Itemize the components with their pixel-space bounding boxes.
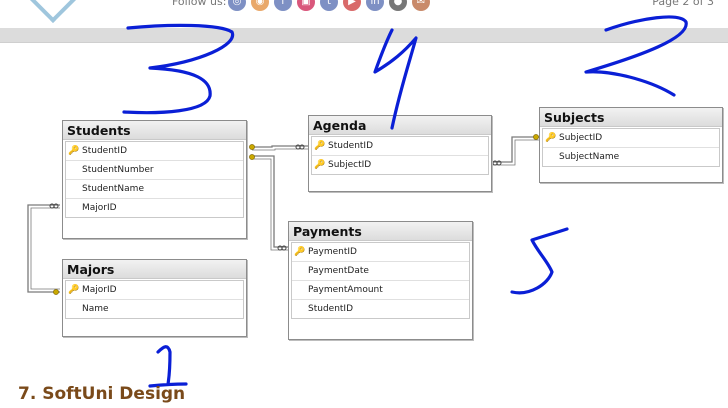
- column-list: 🔑PaymentID PaymentDate PaymentAmount Stu…: [291, 242, 470, 319]
- rel-students-payments: [252, 155, 288, 248]
- header-separator: [0, 28, 728, 43]
- column-name: Name: [82, 304, 109, 314]
- column-row[interactable]: 🔑StudentID: [312, 137, 488, 156]
- column-name: StudentID: [328, 141, 374, 151]
- primary-key-icon: 🔑: [545, 133, 557, 143]
- column-row[interactable]: Name: [66, 300, 243, 318]
- column-name: StudentNumber: [82, 165, 154, 175]
- primary-key-icon: 🔑: [314, 141, 326, 151]
- column-row[interactable]: StudentName: [66, 180, 243, 199]
- email-icon[interactable]: ✉: [412, 0, 430, 11]
- column-name: StudentName: [82, 184, 144, 194]
- column-name: SubjectID: [328, 160, 372, 170]
- column-list: 🔑StudentID 🔑SubjectID: [311, 136, 489, 175]
- social-icons: ◎ ◉ f ▣ t ▶ in ● ✉: [228, 0, 430, 11]
- annotation-4: [373, 28, 418, 130]
- column-row[interactable]: StudentNumber: [66, 161, 243, 180]
- page-header: Follow us: ◎ ◉ f ▣ t ▶ in ● ✉ Page 2 of …: [0, 0, 728, 24]
- primary-key-icon: 🔑: [294, 247, 306, 257]
- table-students[interactable]: Students 🔑StudentID StudentNumber Studen…: [62, 120, 247, 239]
- table-title: Agenda: [309, 116, 491, 135]
- key-end-icon: [53, 289, 59, 295]
- column-list: 🔑SubjectID SubjectName: [542, 128, 720, 167]
- key-end-icon: [249, 144, 255, 150]
- table-title: Majors: [63, 260, 246, 279]
- annotation-1: [148, 345, 188, 388]
- table-agenda[interactable]: Agenda 🔑StudentID 🔑SubjectID: [308, 115, 492, 192]
- column-row[interactable]: StudentID: [292, 300, 469, 318]
- table-title: Subjects: [540, 108, 722, 127]
- column-row[interactable]: PaymentDate: [292, 262, 469, 281]
- table-title: Students: [63, 121, 246, 140]
- column-row[interactable]: 🔑StudentID: [66, 142, 243, 161]
- sports-icon[interactable]: ◉: [251, 0, 269, 11]
- primary-key-icon: 🔑: [68, 146, 80, 156]
- column-row[interactable]: SubjectName: [543, 148, 719, 166]
- annotation-5: [510, 227, 569, 295]
- column-name: PaymentDate: [308, 266, 369, 276]
- rel-students-agenda: [252, 145, 308, 148]
- table-title: Payments: [289, 222, 472, 241]
- instagram-icon[interactable]: ▣: [297, 0, 315, 11]
- twitter-icon[interactable]: t: [320, 0, 338, 11]
- column-name: SubjectID: [559, 133, 603, 143]
- page-indicator: Page 2 of 3: [652, 0, 714, 8]
- column-row[interactable]: 🔑MajorID: [66, 281, 243, 300]
- primary-key-icon: 🔑: [68, 285, 80, 295]
- section-title: 7. SoftUni Design: [18, 384, 186, 404]
- web-icon[interactable]: ◎: [228, 0, 246, 11]
- column-row[interactable]: 🔑SubjectID: [543, 129, 719, 148]
- youtube-icon[interactable]: ▶: [343, 0, 361, 11]
- column-row[interactable]: MajorID: [66, 199, 243, 217]
- table-majors[interactable]: Majors 🔑MajorID Name: [62, 259, 247, 337]
- facebook-icon[interactable]: f: [274, 0, 292, 11]
- column-row[interactable]: 🔑PaymentID: [292, 243, 469, 262]
- follow-label: Follow us:: [172, 0, 227, 8]
- column-row[interactable]: 🔑SubjectID: [312, 156, 488, 174]
- annotation-2: [584, 15, 688, 97]
- annotation-3: [122, 23, 235, 115]
- primary-key-icon: 🔑: [314, 160, 326, 170]
- table-payments[interactable]: Payments 🔑PaymentID PaymentDate PaymentA…: [288, 221, 473, 340]
- column-name: StudentID: [308, 304, 354, 314]
- column-list: 🔑MajorID Name: [65, 280, 244, 319]
- github-icon[interactable]: ●: [389, 0, 407, 11]
- column-name: SubjectName: [559, 152, 620, 162]
- column-name: PaymentAmount: [308, 285, 383, 295]
- linkedin-icon[interactable]: in: [366, 0, 384, 11]
- column-name: PaymentID: [308, 247, 357, 257]
- column-row[interactable]: PaymentAmount: [292, 281, 469, 300]
- rel-majors-students: [27, 204, 60, 293]
- column-name: StudentID: [82, 146, 128, 156]
- table-subjects[interactable]: Subjects 🔑SubjectID SubjectName: [539, 107, 723, 183]
- key-end-icon: [533, 134, 539, 140]
- key-end-icon: [249, 154, 255, 160]
- column-name: MajorID: [82, 285, 117, 295]
- column-list: 🔑StudentID StudentNumber StudentName Maj…: [65, 141, 244, 218]
- column-name: MajorID: [82, 203, 117, 213]
